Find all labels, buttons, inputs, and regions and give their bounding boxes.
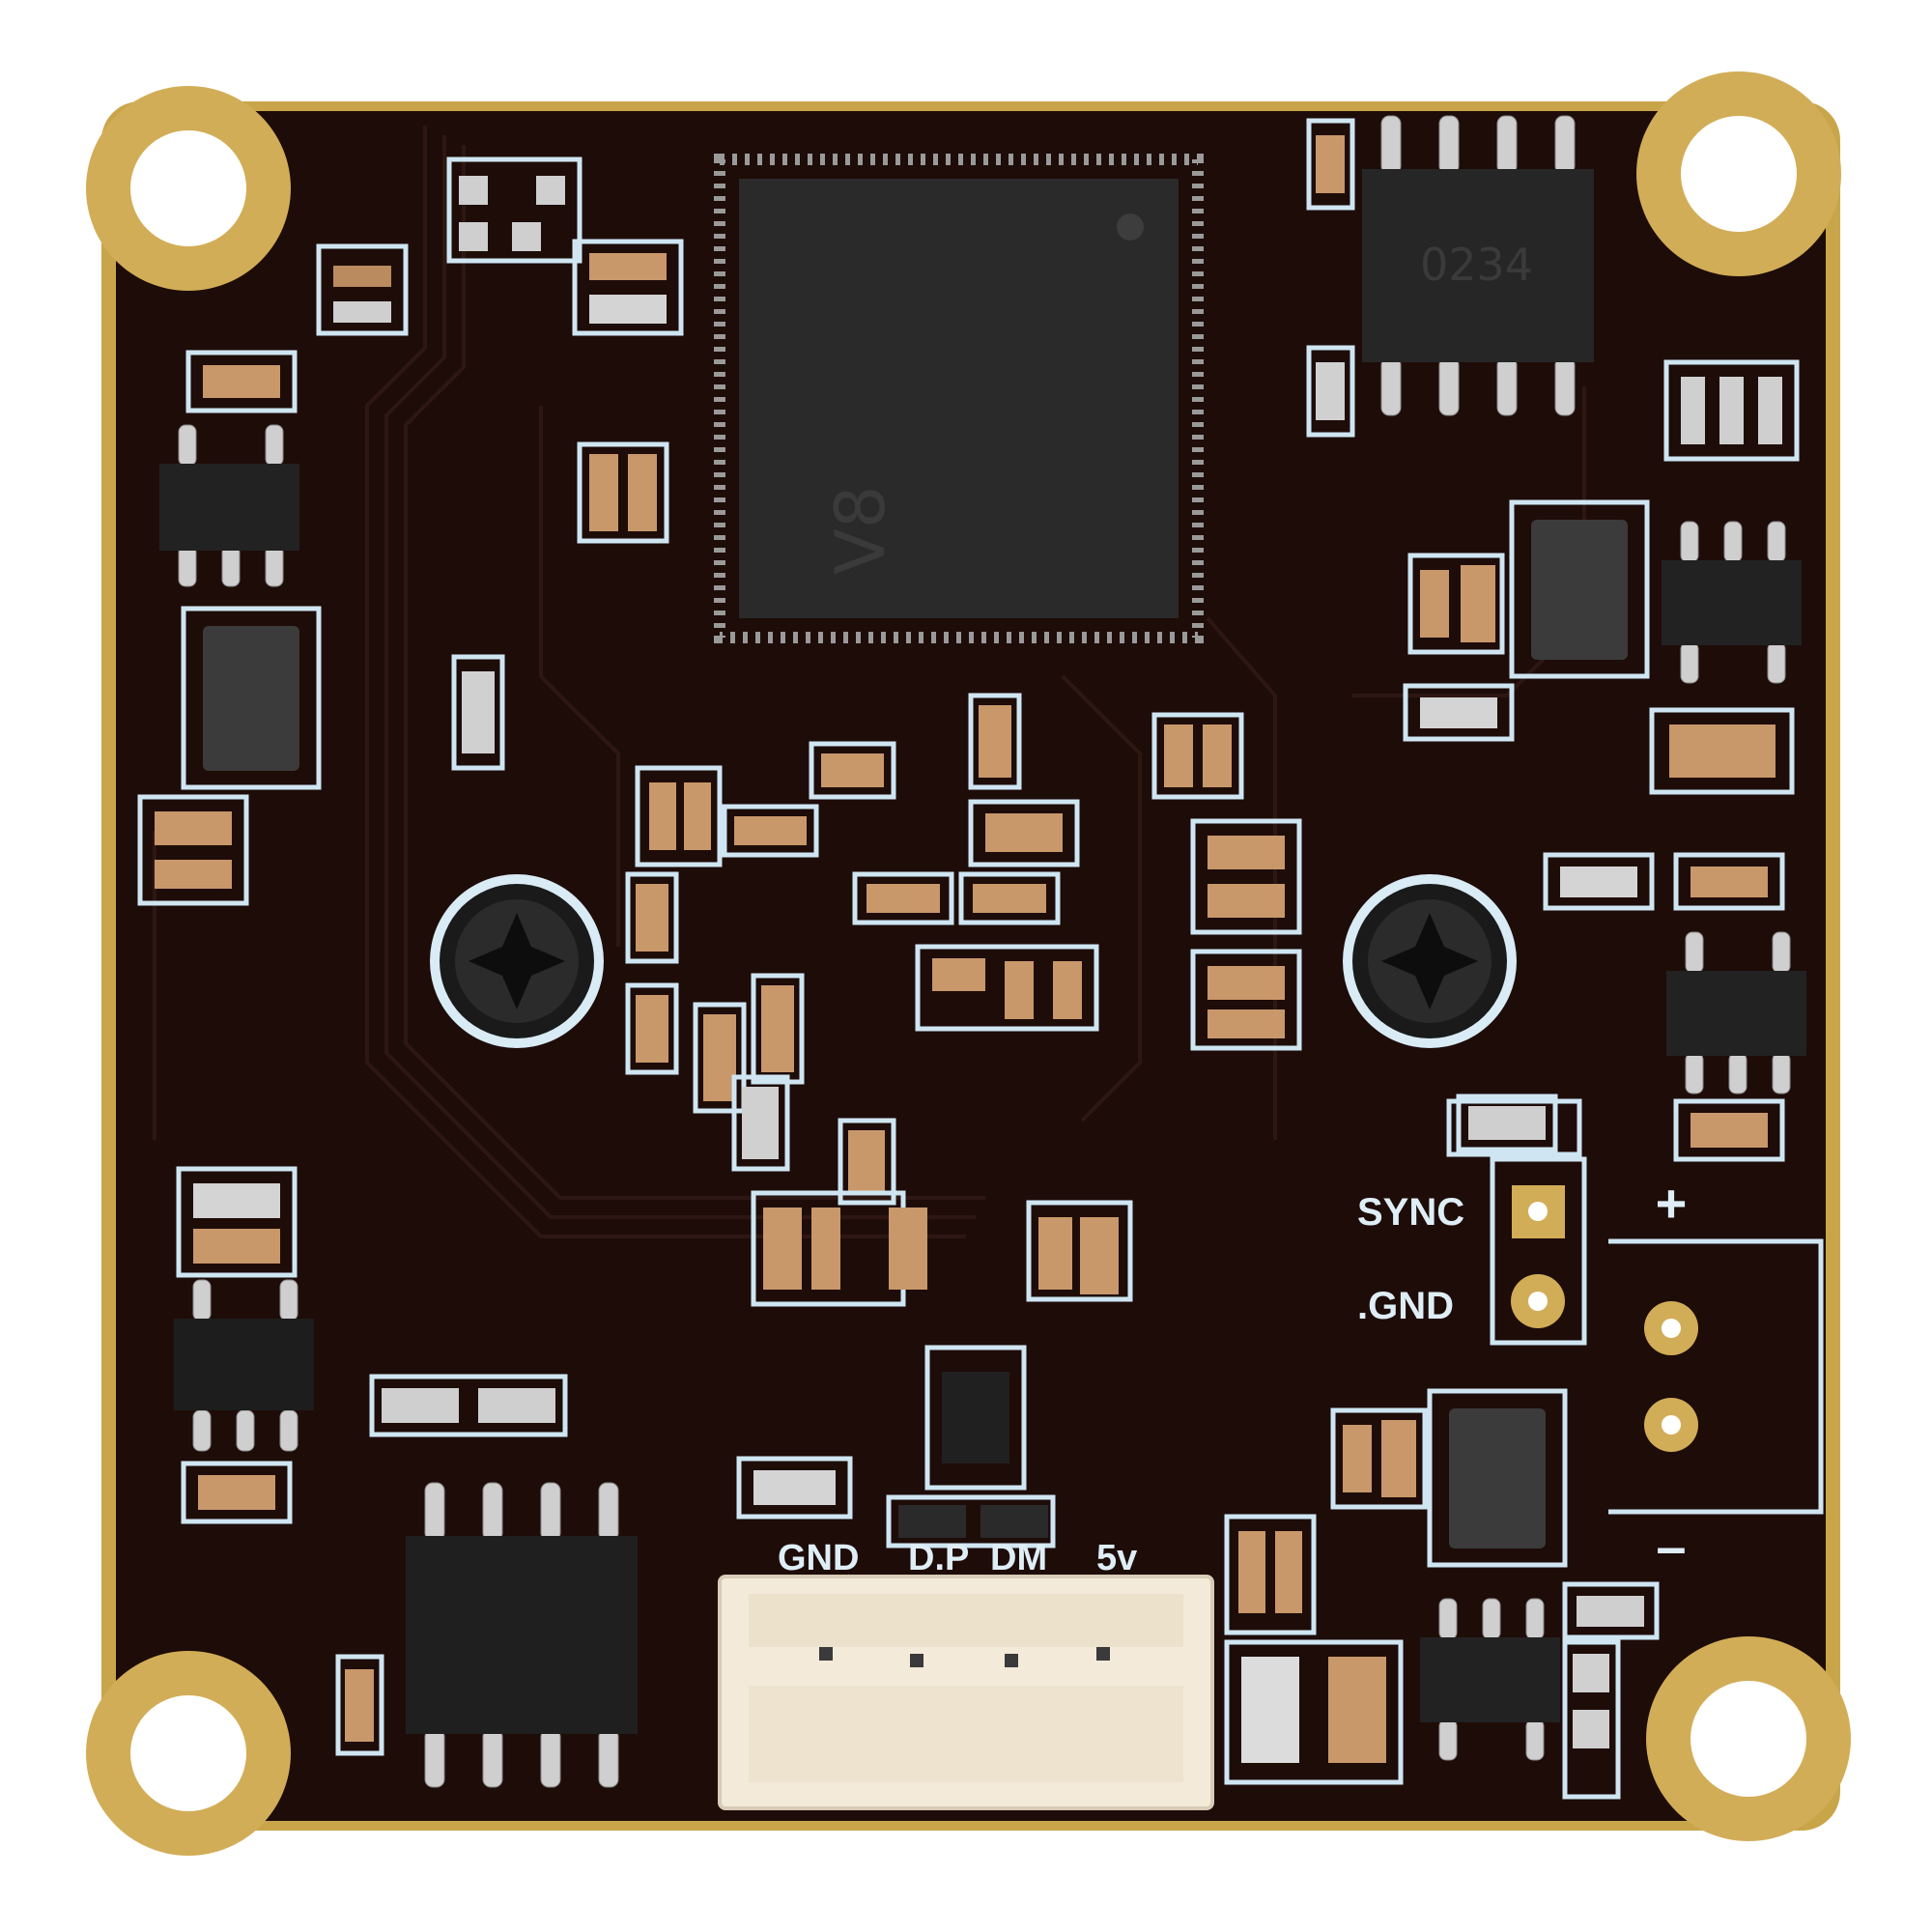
usb-connector: GND D.P DM 5v	[718, 1538, 1214, 1810]
gnd-label: GND	[778, 1538, 859, 1578]
main-processor-chip: V8	[714, 154, 1204, 643]
ic-top-right-label: 0234	[1420, 239, 1533, 291]
sync-gnd-header: SYNC .GND	[1357, 1098, 1587, 1346]
ic-soic-top-right: 0234	[1362, 115, 1594, 416]
dp-label: D.P	[908, 1538, 969, 1578]
gnd-right-label: .GND	[1357, 1285, 1454, 1327]
header-pin-icon	[1644, 1301, 1698, 1355]
plus-label: +	[1656, 1173, 1688, 1234]
sot-transistors	[159, 424, 1806, 1761]
mounting-hole-top-left	[86, 86, 291, 291]
inductors	[181, 499, 1650, 1568]
sync-label: SYNC	[1357, 1191, 1464, 1234]
ic-soic-bottom-left	[406, 1482, 638, 1788]
mounting-hole-top-right	[1636, 71, 1841, 276]
passive-components	[137, 118, 1800, 1800]
minus-label: –	[1656, 1516, 1686, 1577]
header-pin-icon	[1512, 1185, 1565, 1238]
phillips-screw-icon	[1343, 874, 1517, 1048]
power-terminal: + –	[1608, 1173, 1824, 1577]
dm-label: DM	[990, 1538, 1047, 1578]
main-chip-label: V8	[821, 486, 900, 575]
mounting-hole-bottom-right	[1646, 1636, 1851, 1841]
mounting-hole-bottom-left	[86, 1651, 291, 1856]
5v-label: 5v	[1096, 1538, 1137, 1578]
phillips-screw-icon	[430, 874, 604, 1048]
header-pin-icon	[1511, 1274, 1565, 1328]
header-pin-icon	[1644, 1398, 1698, 1452]
